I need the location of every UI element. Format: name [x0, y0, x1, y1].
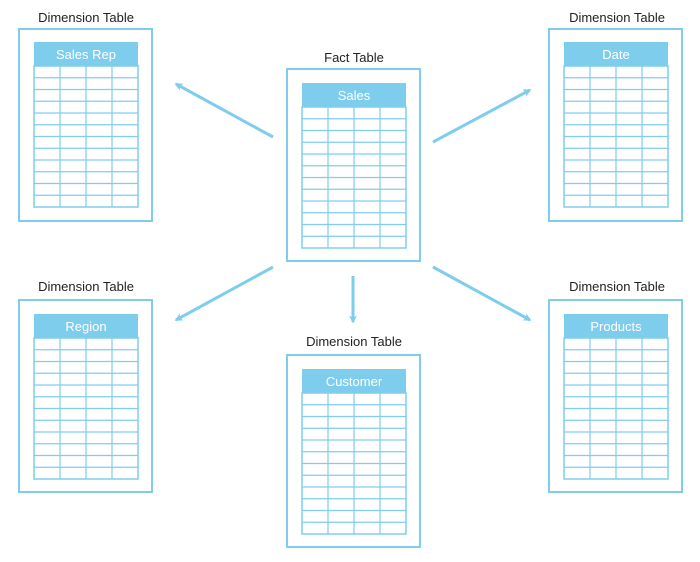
- dimension-header: [34, 314, 138, 338]
- dimension-caption: Dimension Table: [306, 334, 402, 349]
- fact-table-grid: [301, 106, 407, 249]
- dimension-caption: Dimension Table: [569, 10, 665, 25]
- arrow-to-products: [432, 265, 532, 322]
- dimension-frame: [548, 28, 683, 222]
- dimension-header: [302, 369, 406, 393]
- dimension-grid: [563, 337, 669, 480]
- dimension-caption: Dimension Table: [38, 279, 134, 294]
- dimension-grid: [33, 337, 139, 480]
- dimension-title: Date: [602, 47, 629, 62]
- dimension-frame: [286, 354, 421, 548]
- dimension-header: [34, 42, 138, 66]
- dimension-table-sales-rep: Dimension Table Sales Rep: [18, 10, 153, 222]
- dimension-table-customer: Dimension Table Customer: [286, 334, 421, 548]
- dimension-title: Customer: [326, 374, 383, 389]
- dimension-title: Region: [65, 319, 106, 334]
- dimension-table-region: Dimension Table Region: [18, 279, 153, 493]
- dimension-frame: [548, 299, 683, 493]
- arrow-to-region: [174, 265, 274, 322]
- fact-table: Fact Table Sales: [286, 50, 421, 262]
- dimension-grid: [33, 65, 139, 208]
- dimension-header: [564, 42, 668, 66]
- fact-table-frame: [286, 68, 421, 262]
- dimension-table-products: Dimension Table Products: [548, 279, 683, 493]
- dimension-grid: [563, 65, 669, 208]
- dimension-caption: Dimension Table: [569, 279, 665, 294]
- dimension-title: Products: [590, 319, 642, 334]
- relationship-arrows: [174, 82, 532, 324]
- fact-table-header: [302, 83, 406, 107]
- dimension-frame: [18, 299, 153, 493]
- dimension-header: [564, 314, 668, 338]
- arrow-to-date: [432, 88, 532, 144]
- dimension-title: Sales Rep: [56, 47, 116, 62]
- dimension-table-date: Dimension Table Date: [548, 10, 683, 222]
- arrow-to-sales-rep: [174, 82, 274, 139]
- fact-table-title: Sales: [338, 88, 371, 103]
- dimension-caption: Dimension Table: [38, 10, 134, 25]
- dimension-frame: [18, 28, 153, 222]
- dimension-grid: [301, 392, 407, 535]
- fact-table-caption: Fact Table: [324, 50, 384, 65]
